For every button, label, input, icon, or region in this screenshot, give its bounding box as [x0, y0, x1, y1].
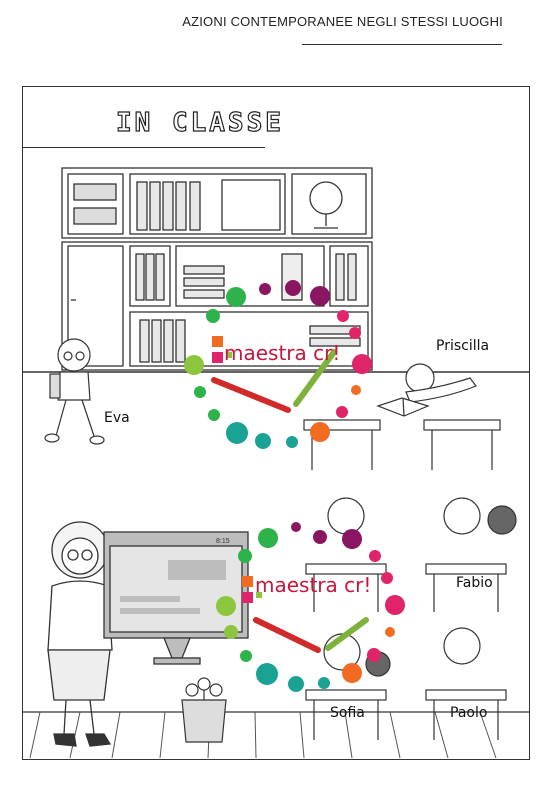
students — [305, 497, 517, 740]
label-sofia: Sofia — [330, 705, 365, 721]
watermark-text: maestra cr! — [255, 573, 371, 597]
label-eva: Eva — [104, 410, 130, 426]
title-rule — [22, 147, 265, 148]
plant — [181, 677, 227, 743]
page-title: IN CLASSE — [115, 107, 284, 138]
desks-row-1 — [303, 419, 501, 470]
eva-figure — [44, 338, 105, 445]
label-priscilla: Priscilla — [436, 338, 490, 354]
name-line — [302, 44, 502, 45]
watermark-text: maestra cr! — [224, 341, 340, 365]
bookshelf — [61, 167, 373, 371]
priscilla-figure — [376, 363, 477, 417]
monitor-clock: 8:15 — [216, 538, 230, 545]
label-fabio: Fabio — [456, 575, 493, 591]
worksheet-frame — [22, 86, 530, 760]
watermark-logo-top: maestra cr! — [184, 280, 372, 449]
header-title: AZIONI CONTEMPORANEE NEGLI STESSI LUOGHI — [182, 14, 503, 29]
teacher-figure — [47, 521, 177, 747]
label-paolo: Paolo — [450, 705, 488, 721]
watermark-logo-bottom: maestra cr! — [216, 522, 405, 692]
